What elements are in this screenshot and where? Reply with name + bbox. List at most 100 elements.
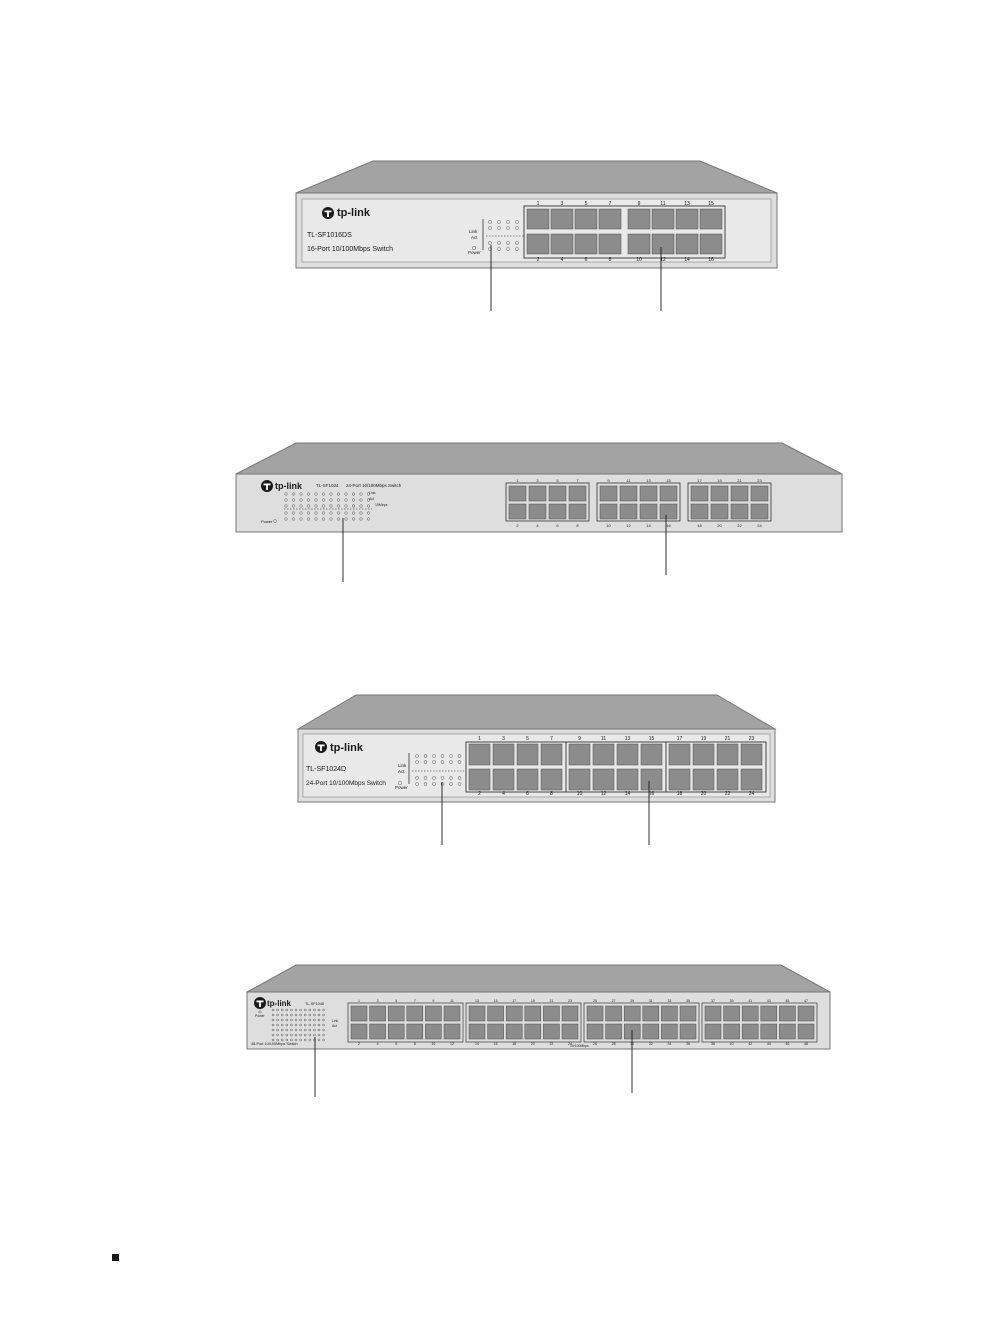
port-number-label: 42	[748, 1042, 752, 1046]
port-number-label: 13	[684, 201, 690, 207]
brand-label: tp-link	[337, 207, 371, 219]
port-number-label: 5	[395, 999, 397, 1003]
led-label-link: Link	[398, 763, 407, 768]
port-number-label: 11	[450, 999, 454, 1003]
led-indicator	[299, 492, 303, 496]
ethernet-port	[468, 768, 491, 791]
port-number-label: 22	[737, 523, 742, 528]
ethernet-port	[505, 1005, 523, 1022]
led-indicator	[352, 517, 356, 521]
led-indicator	[515, 220, 519, 224]
port-number-label: 35	[686, 999, 690, 1003]
led-indicator	[299, 1018, 302, 1022]
led-indicator	[329, 504, 333, 508]
port-number-label: 2	[358, 1042, 360, 1046]
led-indicator	[294, 1023, 298, 1027]
port-number-label: 24	[568, 1042, 572, 1046]
ethernet-port	[740, 768, 763, 791]
ethernet-port	[561, 1023, 579, 1040]
ethernet-port	[760, 1023, 778, 1040]
led-indicator	[281, 1033, 284, 1037]
led-indicator	[290, 1028, 293, 1032]
led-indicator	[313, 1023, 316, 1027]
led-indicator	[308, 1013, 311, 1017]
led-indicator	[299, 1008, 302, 1012]
led-indicator	[415, 782, 419, 786]
led-indicator	[322, 1033, 325, 1037]
ethernet-port	[699, 208, 723, 230]
port-number-label: 18	[512, 1042, 516, 1046]
led-indicator	[317, 1023, 321, 1027]
model-label: TL-SF1048	[305, 1002, 324, 1006]
led-indicator	[322, 1018, 325, 1022]
port-number-label: 21	[737, 478, 742, 483]
led-indicator	[329, 511, 333, 515]
led-indicator	[322, 1013, 325, 1017]
ethernet-port	[487, 1005, 504, 1022]
led-indicator	[457, 760, 462, 764]
led-indicator	[292, 504, 296, 508]
port-number-label: 22	[549, 1042, 553, 1046]
led-indicator	[290, 1008, 293, 1012]
port-number-label: 6	[556, 523, 559, 528]
led-indicator	[472, 245, 477, 250]
led-indicator	[313, 1033, 316, 1037]
led-indicator	[308, 1023, 311, 1027]
port-frame	[523, 205, 726, 259]
ethernet-port	[741, 1023, 759, 1040]
ethernet-port	[710, 503, 729, 520]
ethernet-port	[690, 503, 709, 520]
ethernet-port	[699, 233, 723, 255]
led-indicator	[317, 1028, 321, 1032]
led-indicator	[307, 517, 311, 521]
ethernet-port	[350, 1023, 368, 1040]
ethernet-port	[760, 1005, 778, 1022]
port-number-label: 15	[494, 999, 498, 1003]
led-indicator	[294, 1013, 298, 1017]
port-frame	[596, 482, 681, 522]
switch-tl-sf1016ds: tp-link TL-SF1016DS 16-Port 10/100Mbps S…	[295, 160, 778, 311]
port-number-label: 15	[649, 736, 655, 742]
led-indicator	[322, 498, 326, 502]
led-indicator	[285, 1023, 288, 1027]
led-indicator	[314, 511, 318, 515]
port-number-label: 10	[431, 1042, 435, 1046]
led-indicator	[423, 782, 428, 786]
led-indicator	[294, 1038, 298, 1042]
port-number-label: 21	[549, 999, 553, 1003]
port-number-label: 14	[684, 257, 690, 263]
led-indicator	[308, 1018, 311, 1022]
speed-label: 10/100Mbps	[570, 1044, 589, 1048]
ethernet-port	[406, 1023, 424, 1040]
port-number-label: 47	[804, 999, 808, 1003]
ethernet-port	[516, 743, 539, 766]
port-number-label: 7	[414, 999, 416, 1003]
led-indicator	[276, 1038, 279, 1042]
ethernet-port	[627, 208, 651, 230]
port-number-label: 20	[701, 791, 707, 797]
ethernet-port	[550, 208, 574, 230]
port-number-label: 38	[711, 1042, 715, 1046]
ethernet-port	[516, 768, 539, 791]
port-number-label: 7	[576, 478, 579, 483]
led-indicator	[314, 492, 318, 496]
led-indicator	[281, 1038, 284, 1042]
port-number-label: 1	[537, 201, 540, 207]
tp-link-logo-icon	[315, 741, 327, 753]
led-indicator	[285, 1028, 288, 1032]
led-indicator	[367, 492, 371, 496]
led-indicator	[317, 1013, 321, 1017]
led-indicator	[449, 754, 453, 758]
port-number-label: 4	[377, 1042, 379, 1046]
port-number-label: 5	[526, 736, 529, 742]
port-number-label: 27	[612, 999, 616, 1003]
tp-link-logo-icon	[261, 480, 273, 492]
led-indicator	[352, 492, 356, 496]
ethernet-port	[548, 485, 567, 502]
port-frame	[465, 741, 767, 793]
model-label: TL-SF1024	[316, 483, 339, 488]
led-indicator	[276, 1008, 279, 1012]
port-number-label: 11	[601, 736, 606, 742]
port-number-label: 19	[701, 736, 707, 742]
